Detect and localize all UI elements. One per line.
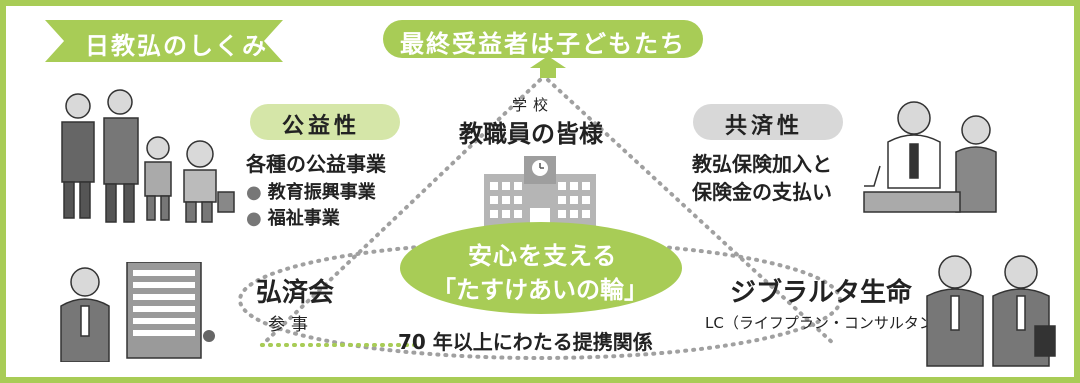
top-banner-text: 最終受益者は子どもたち	[400, 30, 686, 58]
gibraltar-name: ジブラルタ生命	[730, 278, 913, 308]
public-benefit-badge	[250, 104, 400, 140]
partnership-text: 70 年以上にわたる提携関係	[398, 330, 653, 354]
kosaikai-illustration-icon	[60, 262, 215, 362]
header-tab	[45, 20, 283, 62]
mutual-aid-line-2: 保険金の支払い	[692, 180, 832, 204]
school-label-main: 教職員の皆様	[459, 120, 603, 148]
gibraltar-illustration-icon	[926, 255, 1056, 367]
public-benefit-item-1: 教育振興事業	[246, 178, 376, 204]
gibraltar-sub: LC（ライフプラン・コンサルタント）	[705, 314, 964, 332]
mutual-aid-badge-label: 共済性	[725, 114, 804, 139]
family-illustration-icon	[61, 89, 235, 223]
kosaikai-role: 参事	[268, 315, 314, 335]
mutual-aid-badge	[693, 104, 843, 140]
school-label-small: 学校	[512, 96, 555, 114]
up-arrow-icon	[530, 56, 566, 78]
triangle-left-edge	[260, 78, 542, 347]
school-building-icon	[484, 156, 596, 230]
public-benefit-item-2: 福祉事業	[246, 204, 340, 230]
center-line-2: 「たすけあいの輪」	[432, 276, 648, 304]
mutual-aid-line-1: 教弘保険加入と	[692, 152, 832, 176]
public-benefit-badge-label: 公益性	[282, 114, 361, 139]
center-circle	[400, 222, 682, 314]
mutual-aid-illustration-icon	[863, 101, 997, 213]
public-benefit-heading: 各種の公益事業	[246, 152, 386, 176]
kosaikai-name: 弘済会	[256, 278, 335, 308]
triangle-right-edge	[546, 78, 837, 347]
diagram-title: 日教弘のしくみ	[85, 32, 268, 60]
center-line-1: 安心を支える	[468, 242, 618, 270]
top-banner-pill	[383, 20, 703, 58]
